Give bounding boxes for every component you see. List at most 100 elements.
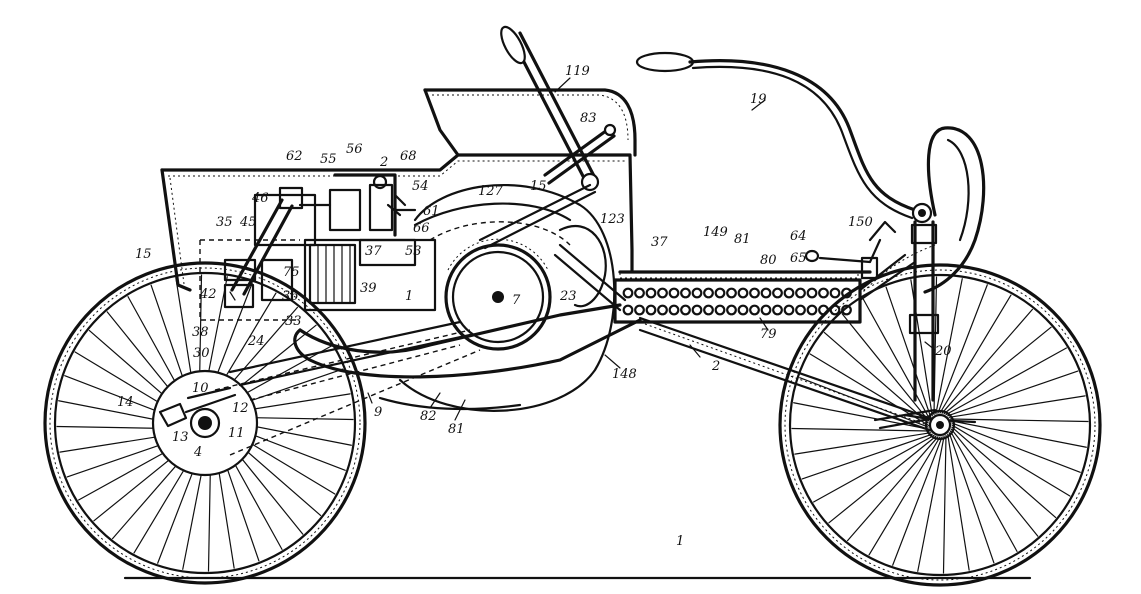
ref-label: 62 <box>286 149 303 164</box>
coil-tube <box>783 304 795 316</box>
front-spoke <box>948 432 995 564</box>
coil-tube <box>829 304 841 316</box>
coil-tube <box>634 287 645 299</box>
coil-tube <box>645 304 657 316</box>
throttle-fitting <box>804 220 897 280</box>
front-spoke <box>945 347 1067 416</box>
ref-label: 37 <box>365 244 382 259</box>
front-spoke <box>862 298 931 420</box>
front-spoke <box>947 370 1079 417</box>
ref-label: 13 <box>172 430 189 445</box>
ref-label: 11 <box>228 426 245 441</box>
coil-tube <box>668 287 680 299</box>
coil-tube <box>841 287 852 299</box>
front-spoke <box>948 395 1086 418</box>
coil-tube <box>691 304 703 316</box>
ref-label: 83 <box>580 111 597 126</box>
engine <box>223 173 437 312</box>
front-spoke <box>949 430 1018 552</box>
ref-label: 81 <box>448 422 465 437</box>
coil-tube <box>829 287 841 299</box>
coil-tube <box>841 304 852 316</box>
coil-tube <box>714 304 726 316</box>
front-spoke <box>943 326 1052 415</box>
front-spoke <box>791 427 931 432</box>
ref-label: 66 <box>413 221 430 236</box>
ref-label: 45 <box>239 215 257 230</box>
ref-label: 4 <box>193 445 202 460</box>
ref-label: 61 <box>423 204 440 219</box>
coil-tube <box>680 287 691 299</box>
front-spoke <box>935 278 963 415</box>
coil-tube <box>634 304 645 316</box>
front-spoke <box>947 433 970 571</box>
front-spoke <box>823 331 929 424</box>
ref-label: 80 <box>760 253 777 268</box>
ref-label: 2 <box>711 359 720 374</box>
rear-wheel <box>43 261 367 585</box>
front-spoke <box>846 436 939 542</box>
front-spoke <box>892 436 943 566</box>
front-spoke <box>937 284 988 414</box>
ref-label: 23 <box>559 289 577 304</box>
coil-tube <box>783 287 795 299</box>
front-spoke <box>949 418 1089 423</box>
ref-label: 119 <box>565 64 590 79</box>
coil-tube <box>657 287 668 299</box>
ref-label: 10 <box>192 381 209 396</box>
ref-label: 64 <box>790 229 807 244</box>
front-spoke <box>939 294 1012 414</box>
coil-tube <box>622 287 634 299</box>
ref-label: 56 <box>346 142 363 157</box>
leader-lines <box>229 77 936 421</box>
reference-numerals: 119 19 83 62 55 56 2 68 54 127 15 46 61 … <box>117 64 952 549</box>
tiller-handle <box>635 51 933 224</box>
ref-label: 30 <box>193 346 210 361</box>
coil-tube <box>795 287 806 299</box>
coil-tube <box>772 287 783 299</box>
coil-tube <box>760 304 772 316</box>
steering-post <box>873 220 977 437</box>
front-spoke <box>813 434 935 503</box>
ref-label: 15 <box>530 179 547 194</box>
coil-tube <box>806 304 818 316</box>
drive-pulley <box>444 238 552 351</box>
ref-label: 37 <box>651 235 668 250</box>
body-box <box>160 88 637 321</box>
ref-label: 79 <box>760 327 777 342</box>
ref-label: 20 <box>934 344 952 359</box>
coil-tube <box>726 304 737 316</box>
coil-tube <box>737 304 749 316</box>
front-spoke <box>951 426 1057 519</box>
coil-tube <box>772 304 783 316</box>
front-spoke <box>941 308 1034 414</box>
drive-chain <box>214 329 481 456</box>
ref-label: 35 <box>216 215 233 230</box>
ref-label: 127 <box>478 184 504 199</box>
coil-tube <box>703 304 714 316</box>
ref-label: 24 <box>247 334 265 349</box>
coil-tube <box>622 304 634 316</box>
ref-label: 81 <box>734 232 751 247</box>
front-spoke <box>950 428 1039 537</box>
ref-label: 75 <box>283 265 300 280</box>
ref-label: 7 <box>512 293 521 308</box>
coil-tube <box>680 304 691 316</box>
front-wheel <box>778 263 1102 587</box>
coil-tube <box>795 304 806 316</box>
ref-label: 150 <box>848 215 873 230</box>
ref-label: 1 <box>405 289 413 304</box>
front-spoke <box>951 422 1081 473</box>
radiator-coil <box>613 244 936 324</box>
chassis-frame <box>228 303 937 434</box>
front-spoke <box>793 402 930 430</box>
coil-tube <box>691 287 703 299</box>
ref-label: 1 <box>676 534 684 549</box>
ref-label: 42 <box>199 287 217 302</box>
coil-tube <box>737 287 749 299</box>
ref-label: 148 <box>612 367 637 382</box>
ref-label: 38 <box>192 325 209 340</box>
ref-label: 33 <box>285 314 302 329</box>
ref-label: 123 <box>600 212 625 227</box>
coil-tube <box>645 287 657 299</box>
